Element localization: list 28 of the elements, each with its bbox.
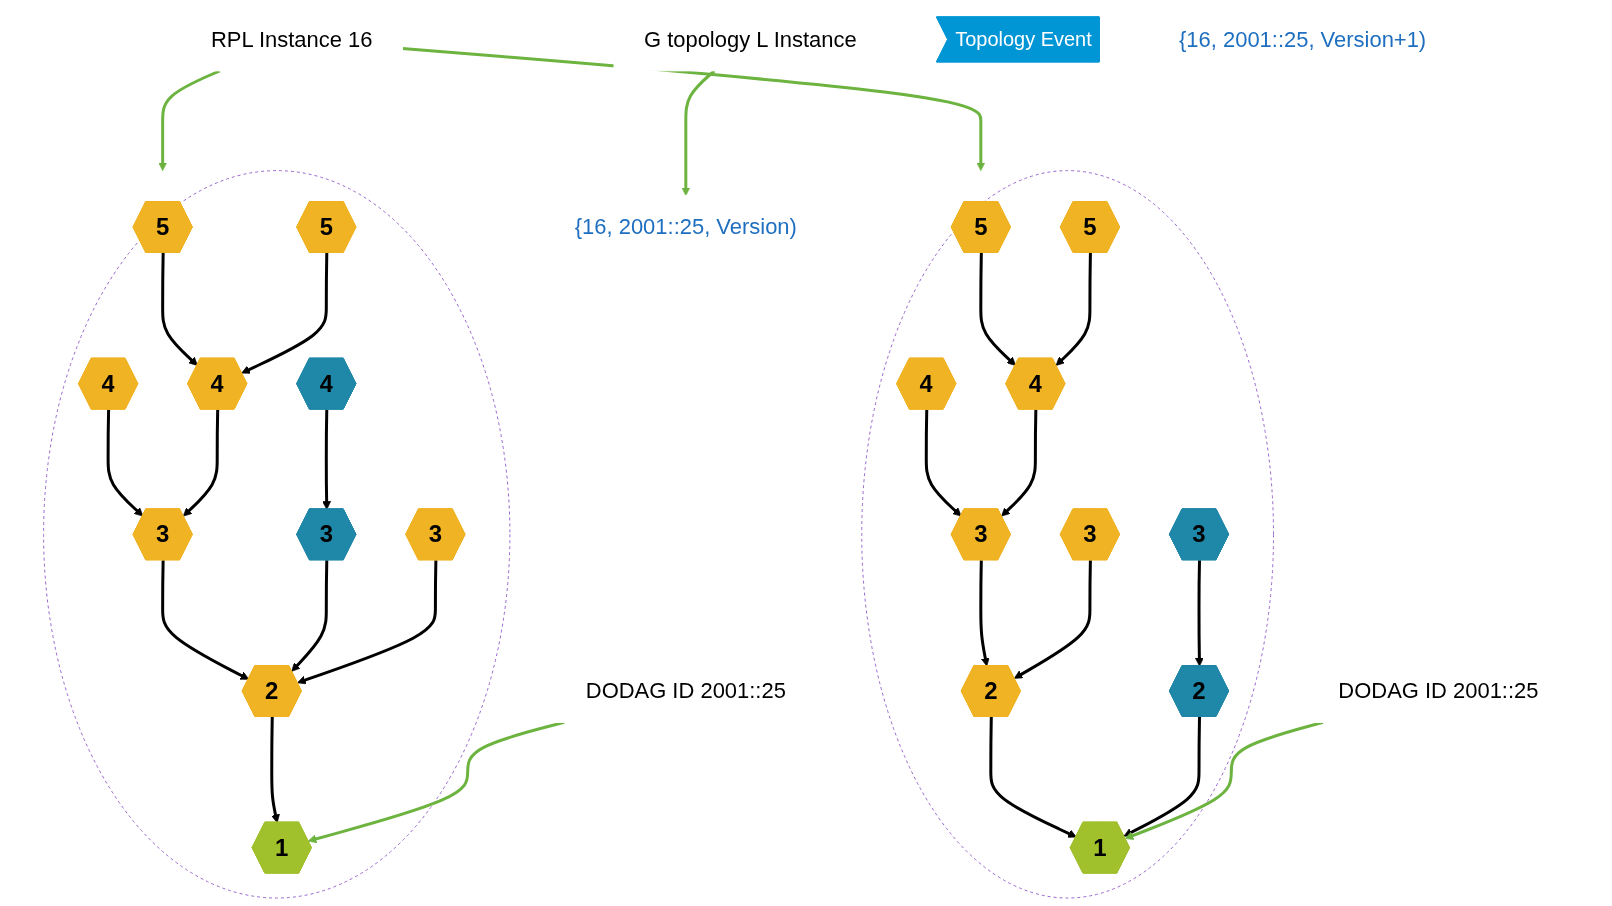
arrow: [1124, 720, 1324, 840]
arrow: [307, 720, 565, 844]
arrow: [402, 46, 986, 171]
arrow: [924, 409, 962, 517]
arrow: [1195, 560, 1204, 667]
arrow: [297, 560, 438, 685]
arrow: [989, 716, 1077, 838]
arrow: [106, 409, 144, 517]
arrow: [322, 409, 332, 510]
arrow: [1001, 409, 1038, 517]
node-text: {16, 2001::25, Version): [574, 214, 797, 240]
arrow: [979, 560, 990, 667]
node-text: {16, 2001::25, Version+1): [1179, 26, 1427, 52]
node-text: DODAG ID 2001::25: [1338, 678, 1539, 704]
arrow: [1123, 716, 1201, 837]
arrow: [158, 69, 221, 171]
arrow: [979, 252, 1016, 366]
arrow: [241, 252, 329, 374]
arrow: [161, 252, 198, 366]
arrow: [161, 560, 250, 680]
node-text: RPL Instance 16: [210, 26, 373, 52]
arrow: [681, 69, 716, 196]
node-text: DODAG ID 2001::25: [585, 678, 786, 704]
arrow: [1055, 252, 1092, 366]
arrow: [291, 560, 329, 672]
arrow: [1013, 560, 1092, 679]
arrow: [183, 409, 220, 517]
arrow: [270, 716, 280, 824]
